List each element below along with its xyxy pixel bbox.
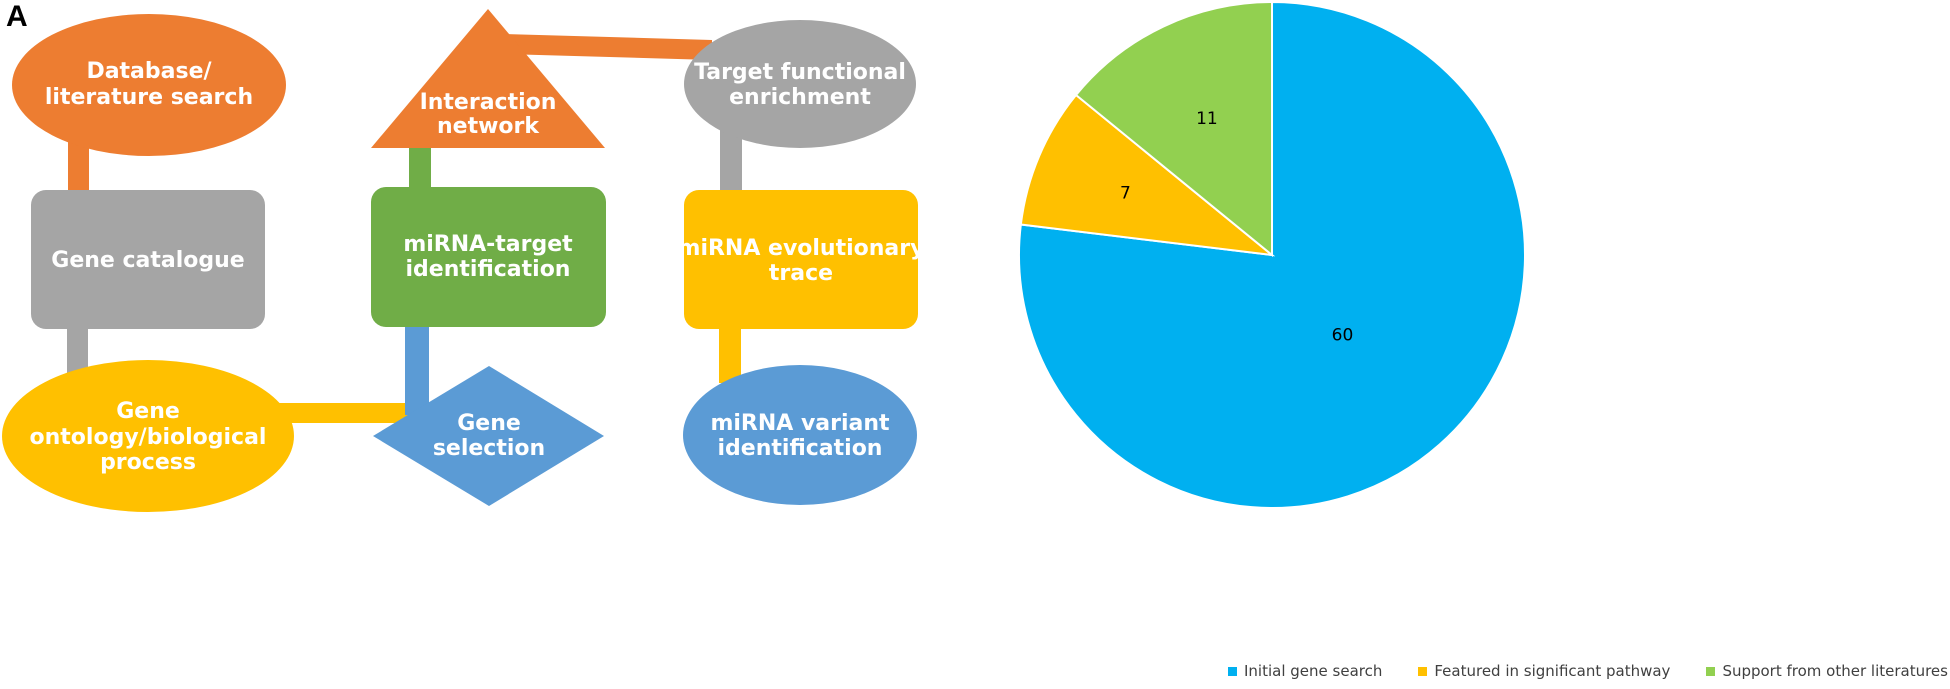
legend-item-featured: Featured in significant pathway (1418, 662, 1670, 680)
node-mirna-variant-line2: identification (718, 436, 883, 461)
pie-slice-support (1074, 0, 1273, 258)
legend-item-support: Support from other literatures (1706, 662, 1948, 680)
node-mirna-target-line1: miRNA-target (403, 232, 573, 257)
node-database-search-line1: Database/ (86, 59, 212, 84)
node-gene-selection (373, 366, 604, 506)
node-database-search (12, 14, 286, 156)
node-mirna-variant-line1: miRNA variant (710, 411, 890, 436)
node-gene-selection-line2: selection (433, 436, 545, 461)
node-gene-ontology-line2: ontology/biological (30, 425, 267, 450)
pie-slice-featured (1019, 93, 1276, 257)
node-database-search-line2: literature search (45, 85, 253, 110)
legend-label-support: Support from other literatures (1722, 662, 1948, 680)
node-gene-ontology-line3: process (100, 450, 196, 475)
connector-search-catalogue (68, 140, 89, 192)
pie-label-support: 11 (1196, 109, 1218, 129)
legend-swatch-support (1706, 666, 1716, 676)
connector-target-network (409, 148, 431, 190)
node-mirna-target-line2: identification (406, 257, 571, 282)
connector-selection-target (405, 325, 429, 415)
pie-label-featured: 7 (1120, 184, 1131, 204)
pie-label-initial: 60 (1332, 326, 1354, 346)
node-interaction-network-line1: Interaction (420, 90, 557, 115)
node-gene-catalogue (31, 190, 265, 329)
connector-catalogue-ontology (67, 328, 88, 378)
connector-evolutionary-variant (719, 326, 741, 383)
panel-a-label: A (6, 0, 28, 33)
node-interaction-network-line2: network (437, 114, 540, 139)
node-target-enrichment-line2: enrichment (729, 85, 871, 110)
legend-label-initial: Initial gene search (1244, 662, 1383, 680)
pie-legend: Initial gene search Featured in signific… (1228, 662, 1948, 680)
node-target-enrichment (684, 20, 916, 148)
legend-swatch-initial (1228, 666, 1237, 676)
connector-ontology-selection (278, 403, 413, 423)
legend-item-initial: Initial gene search (1228, 662, 1382, 680)
node-gene-selection-line1: Gene (457, 411, 521, 436)
pie-chart: 60 7 11 (1018, 0, 1526, 509)
node-interaction-network (371, 9, 605, 148)
legend-label-featured: Featured in significant pathway (1434, 662, 1671, 680)
node-gene-ontology (2, 360, 294, 512)
node-mirna-evolutionary-line2: trace (769, 261, 833, 286)
connector-network-enrichment (505, 34, 712, 60)
node-mirna-target (371, 187, 606, 327)
connector-enrichment-evolutionary (720, 130, 742, 192)
node-mirna-evolutionary (684, 190, 918, 329)
node-mirna-evolutionary-line1: miRNA evolutionary (678, 236, 925, 261)
node-target-enrichment-line1: Target functional (694, 60, 906, 85)
legend-swatch-featured (1418, 666, 1428, 676)
node-gene-catalogue-label: Gene catalogue (51, 248, 244, 273)
node-gene-ontology-line1: Gene (116, 399, 180, 424)
node-mirna-variant (683, 365, 917, 505)
